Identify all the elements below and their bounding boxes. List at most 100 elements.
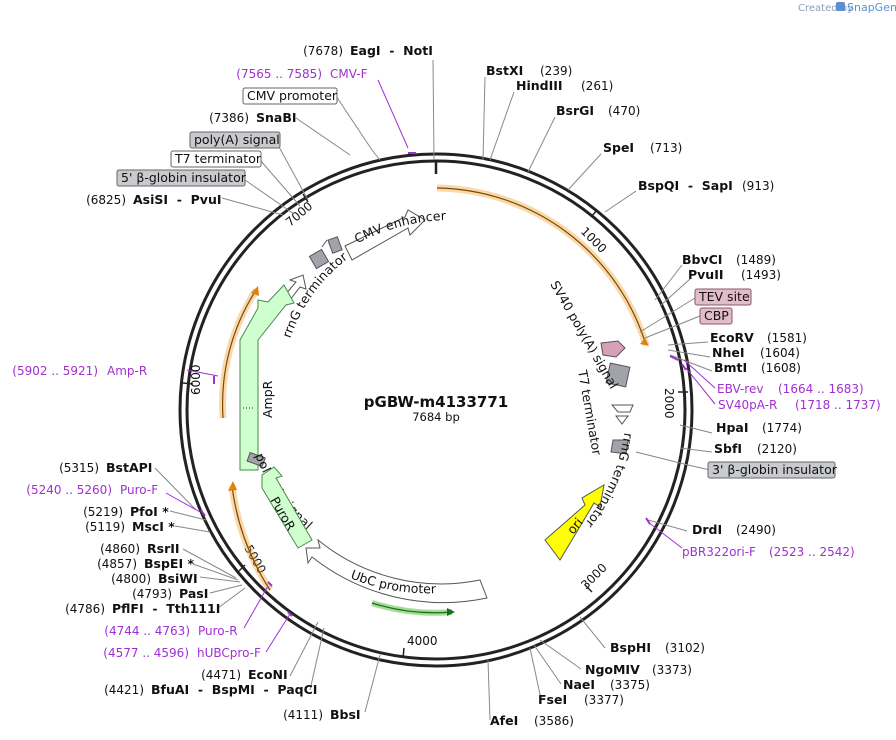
label-polya-signal[interactable]: poly(A) signal bbox=[189, 131, 281, 149]
enzyme-BsiWI[interactable]: (4800)BsiWI bbox=[111, 571, 198, 586]
enzyme-BstAPI[interactable]: (5315)BstAPI bbox=[59, 460, 152, 475]
enzyme-PfoI[interactable]: (5219)PfoI * bbox=[83, 504, 169, 519]
enzyme-HindIII-part: (261) bbox=[581, 79, 613, 93]
enzyme-EcoNI-part: (4471) bbox=[201, 668, 241, 682]
label-cbp[interactable]: CBP bbox=[699, 307, 733, 325]
enzyme-BsrGI[interactable]: BsrGI(470) bbox=[556, 103, 640, 118]
enzyme-FseI[interactable]: FseI(3377) bbox=[538, 692, 624, 707]
label-polya-signal-part bbox=[189, 131, 281, 149]
connectors-left-part bbox=[182, 548, 237, 579]
primer-connectors-part bbox=[647, 521, 683, 549]
enzyme-AsiSI-PvuI[interactable]: (6825)AsiSI - PvuI bbox=[86, 192, 221, 207]
enzyme-PflFI-Tth111I[interactable]: (4786)PflFI - Tth111I bbox=[65, 601, 220, 616]
enzyme-NheI-part: (1604) bbox=[760, 346, 800, 360]
enzyme-RsrII[interactable]: (4860)RsrII bbox=[100, 541, 179, 556]
enzyme-HindIII-part: HindIII bbox=[516, 78, 563, 93]
primer-Puro-R[interactable]: (4744 .. 4763)Puro-R bbox=[104, 624, 237, 638]
enzyme-NgoMIV[interactable]: NgoMIV(3373) bbox=[585, 662, 692, 677]
plasmid-name: pGBW-m4133771 bbox=[364, 393, 508, 411]
primer-pBR322ori-F[interactable]: pBR322ori-F(2523 .. 2542) bbox=[682, 545, 855, 559]
enzyme-BspEI[interactable]: (4857)BspEI * bbox=[97, 556, 194, 571]
primer-connectors-part bbox=[186, 369, 219, 377]
enzyme-BbsI[interactable]: (4111) BbsI bbox=[283, 707, 360, 722]
enzyme-PflFI-Tth111I-part: (4786) bbox=[65, 602, 105, 616]
enzyme-SbfI[interactable]: SbfI(2120) bbox=[714, 441, 797, 456]
connectors-left-part bbox=[169, 510, 207, 521]
connectors-right-part bbox=[669, 354, 713, 372]
connectors-right-part bbox=[604, 190, 637, 213]
primer-hUBCpro-F[interactable]: (4577 .. 4596)hUBCpro-F bbox=[103, 646, 261, 660]
primer-pBR322ori-F-part: (2523 .. 2542) bbox=[769, 545, 855, 559]
primer-Amp-R[interactable]: (5902 .. 5921)Amp-R bbox=[12, 364, 147, 378]
enzyme-NheI[interactable]: NheI (1604) bbox=[712, 345, 800, 360]
primer-CMV-F[interactable]: (7565 .. 7585)CMV-F bbox=[236, 67, 367, 81]
enzyme-MscI[interactable]: (5119)MscI * bbox=[85, 519, 175, 534]
primer-EBV-rev[interactable]: EBV-rev(1664 .. 1683) bbox=[717, 382, 864, 396]
label-t7-terminator[interactable]: T7 terminator bbox=[170, 150, 262, 168]
polya-left-box bbox=[246, 451, 266, 468]
label-tev-site[interactable]: TEV site bbox=[694, 288, 752, 306]
primer-SV40pA-R[interactable]: SV40pA-R(1718 .. 1737) bbox=[718, 398, 881, 412]
primer-Puro-F-part: (5240 .. 5260) bbox=[26, 483, 112, 497]
enzyme-BspQI-SapI[interactable]: BspQI - SapI(913) bbox=[638, 178, 774, 193]
enzyme-NaeI-part: NaeI bbox=[563, 677, 595, 692]
ubc-promoter-arrow bbox=[305, 538, 488, 604]
connectors-left-part bbox=[364, 654, 381, 713]
primer-ticks-part bbox=[645, 517, 651, 525]
primer-SV40pA-R-part: SV40pA-R bbox=[718, 398, 777, 412]
label-cbp-part bbox=[699, 307, 733, 325]
enzyme-SbfI-part: SbfI bbox=[714, 441, 742, 456]
tick-4000-part bbox=[402, 647, 405, 659]
label-5-globin-insulator[interactable]: 5' β-globin insulator bbox=[116, 169, 247, 187]
enzyme-EcoRV[interactable]: EcoRV(1581) bbox=[710, 330, 807, 345]
label-cmv-promoter[interactable]: CMV promoter bbox=[242, 87, 338, 105]
primer-ticks bbox=[200, 152, 687, 617]
label-3-globin-insulator[interactable]: 3' β-globin insulator bbox=[707, 461, 838, 479]
enzyme-PasI-part: (4793) bbox=[132, 587, 172, 601]
tick-6000-part bbox=[182, 382, 194, 385]
enzyme-NheI-part: NheI bbox=[712, 345, 745, 360]
created-by-label: Created by bbox=[798, 3, 853, 14]
orf-arc-left-head bbox=[251, 286, 259, 296]
enzyme-BfuAI-BspMI-PaqCI[interactable]: (4421)BfuAI - BspMI - PaqCI bbox=[104, 682, 317, 697]
enzyme-EcoNI[interactable]: (4471)EcoNI bbox=[201, 667, 288, 682]
connectors-right-part bbox=[489, 91, 515, 161]
plasmid-length: 7684 bp bbox=[412, 410, 460, 424]
enzyme-SnaBI[interactable]: (7386)SnaBI bbox=[209, 110, 296, 125]
enzyme-NaeI[interactable]: NaeI(3375) bbox=[563, 677, 650, 692]
enzyme-EagI-NotI[interactable]: (7678)EagI - NotI bbox=[303, 43, 433, 58]
enzyme-HindIII[interactable]: HindIII (261) bbox=[516, 78, 613, 93]
label-5-globin-insulator-part bbox=[116, 169, 246, 187]
tick-4000: 4000 bbox=[402, 634, 438, 659]
enzyme-PvuII-part: (1493) bbox=[741, 268, 781, 282]
cmv-enhancer-arrow bbox=[344, 209, 426, 261]
primer-connectors-part bbox=[265, 613, 291, 653]
enzyme-DrdI[interactable]: DrdI(2490) bbox=[692, 522, 776, 537]
enzyme-AfeI[interactable]: AfeI(3586) bbox=[490, 713, 574, 728]
orf-arc-bottom-left-head bbox=[228, 481, 237, 491]
enzyme-HpaI[interactable]: HpaI(1774) bbox=[716, 420, 802, 435]
enzyme-PvuII[interactable]: PvuII(1493) bbox=[688, 267, 781, 282]
connectors-left-part bbox=[174, 525, 211, 533]
connectors-right-part bbox=[567, 153, 602, 191]
enzyme-BbsI-part: BbsI bbox=[330, 707, 361, 722]
tick-3000-part bbox=[584, 584, 593, 593]
enzyme-BmtI[interactable]: BmtI(1608) bbox=[714, 360, 801, 375]
enzyme-SpeI[interactable]: SpeI(713) bbox=[603, 140, 682, 155]
enzyme-PasI[interactable]: (4793)PasI bbox=[132, 586, 208, 601]
label-t7-terminator-part bbox=[170, 150, 262, 168]
enzyme-BbsI-part: (4111) bbox=[283, 708, 323, 722]
enzyme-MscI-part: (5119) bbox=[85, 520, 125, 534]
connectors-left-part bbox=[154, 467, 197, 511]
connectors-right-part bbox=[644, 315, 701, 339]
enzyme-BstXI[interactable]: BstXI(239) bbox=[486, 63, 572, 78]
primer-Puro-F[interactable]: (5240 .. 5260)Puro-F bbox=[26, 483, 158, 497]
enzyme-BbvCI[interactable]: BbvCI(1489) bbox=[682, 252, 776, 267]
primer-connectors-part bbox=[683, 359, 716, 389]
primer-ticks-part bbox=[200, 509, 206, 517]
enzyme-BspHI[interactable]: BspHI(3102) bbox=[610, 640, 705, 655]
connectors-left-part bbox=[209, 584, 243, 594]
enzyme-SnaBI-part: (7386) bbox=[209, 111, 249, 125]
enzyme-PfoI-part: PfoI * bbox=[130, 504, 169, 519]
